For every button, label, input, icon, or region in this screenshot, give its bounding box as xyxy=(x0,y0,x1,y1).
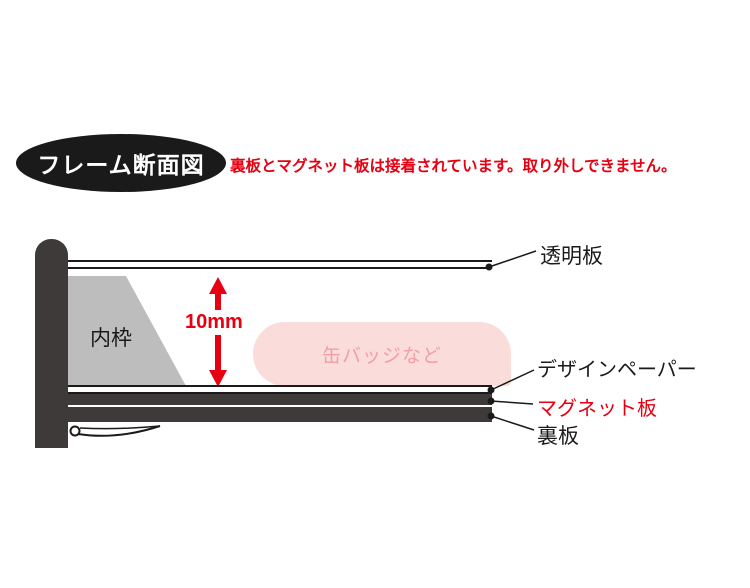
badge-area-shape: 缶バッジなど xyxy=(253,322,511,386)
design-paper-layer xyxy=(62,385,492,394)
label-back-plate: 裏板 xyxy=(537,425,579,448)
gap-size-label: 10mm xyxy=(182,310,246,335)
inner-frame-label: 内枠 xyxy=(90,327,132,350)
label-transparent-plate: 透明板 xyxy=(540,245,603,268)
transparent-plate-layer xyxy=(62,260,492,269)
badge-area-label: 缶バッジなど xyxy=(321,345,442,367)
magnet-plate-layer xyxy=(62,394,492,405)
back-plate-layer xyxy=(62,407,492,422)
title-badge: フレーム断面図 xyxy=(16,134,226,192)
page-title: フレーム断面図 xyxy=(37,152,205,178)
label-magnet-plate: マグネット板 xyxy=(537,398,657,420)
frame-clip-icon xyxy=(69,425,161,437)
frame-side-post xyxy=(35,239,68,448)
warning-text: 裏板とマグネット板は接着されています。取り外しできません。 xyxy=(230,158,677,175)
label-design-paper: デザインペーパー xyxy=(537,359,697,381)
